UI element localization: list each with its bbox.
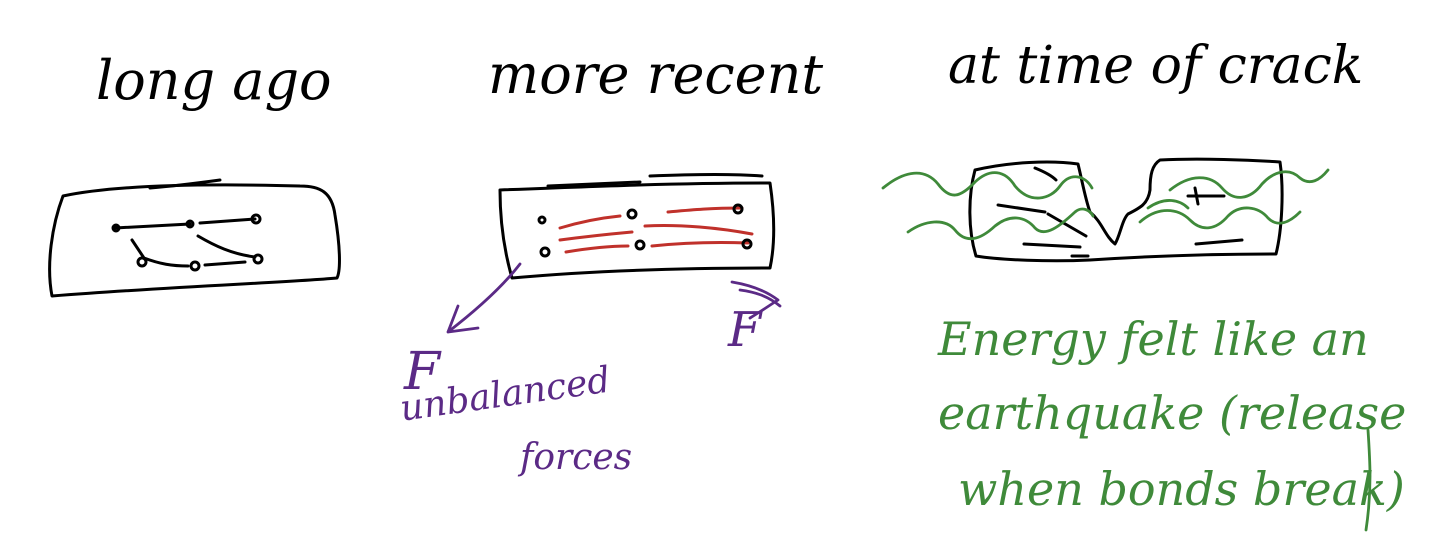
particle <box>189 260 201 272</box>
stress-line <box>564 244 630 254</box>
panel-title-long-ago: long ago <box>96 49 332 112</box>
force-label-right: F <box>728 302 762 358</box>
panel-title-more-recent: more recent <box>488 43 824 106</box>
stress-line <box>643 223 754 236</box>
particle <box>250 213 262 225</box>
stress-line <box>558 230 634 242</box>
surface-stroke <box>1033 166 1058 182</box>
energy-wave <box>1168 168 1330 199</box>
energy-wave <box>1138 206 1302 230</box>
particle <box>111 223 121 233</box>
surface-stroke <box>148 178 222 190</box>
rock-block-outline <box>48 183 341 298</box>
rock-block-outline <box>498 181 776 280</box>
stress-line <box>558 214 622 230</box>
force-caption-forces: forces <box>520 437 633 478</box>
panel-more-recent <box>446 173 782 334</box>
bond-line <box>1186 186 1226 206</box>
particle <box>136 256 148 268</box>
particle <box>634 239 646 251</box>
energy-note-line-2: earthquake (release <box>938 386 1407 440</box>
energy-wave <box>906 207 1095 240</box>
particle <box>185 219 195 229</box>
panel-title-at-time-of-crack: at time of crack <box>948 36 1364 96</box>
bracket <box>1364 428 1372 532</box>
particle <box>741 238 753 250</box>
surface-stroke <box>546 173 764 188</box>
cracked-block-outline <box>968 157 1284 263</box>
energy-wave <box>881 171 1094 200</box>
particle <box>539 246 551 258</box>
energy-note-line-1: Energy felt like an <box>938 312 1369 366</box>
particle <box>252 253 264 265</box>
panel-long-ago <box>48 178 341 298</box>
energy-wave <box>1146 199 1190 210</box>
force-arrow-left <box>446 262 522 334</box>
bond-line <box>113 217 257 230</box>
bond-line <box>1194 238 1244 246</box>
particle <box>732 203 744 215</box>
bond-line <box>996 203 1088 238</box>
stress-line <box>650 240 750 248</box>
bond-line <box>1022 242 1090 258</box>
particle <box>537 215 547 225</box>
energy-note-line-3: when bonds break) <box>958 462 1405 516</box>
force-arrow-right <box>730 280 782 320</box>
particle <box>626 208 638 220</box>
panel-at-time-of-crack <box>881 157 1372 532</box>
force-label-left: F <box>404 342 441 402</box>
stress-line <box>666 206 744 214</box>
